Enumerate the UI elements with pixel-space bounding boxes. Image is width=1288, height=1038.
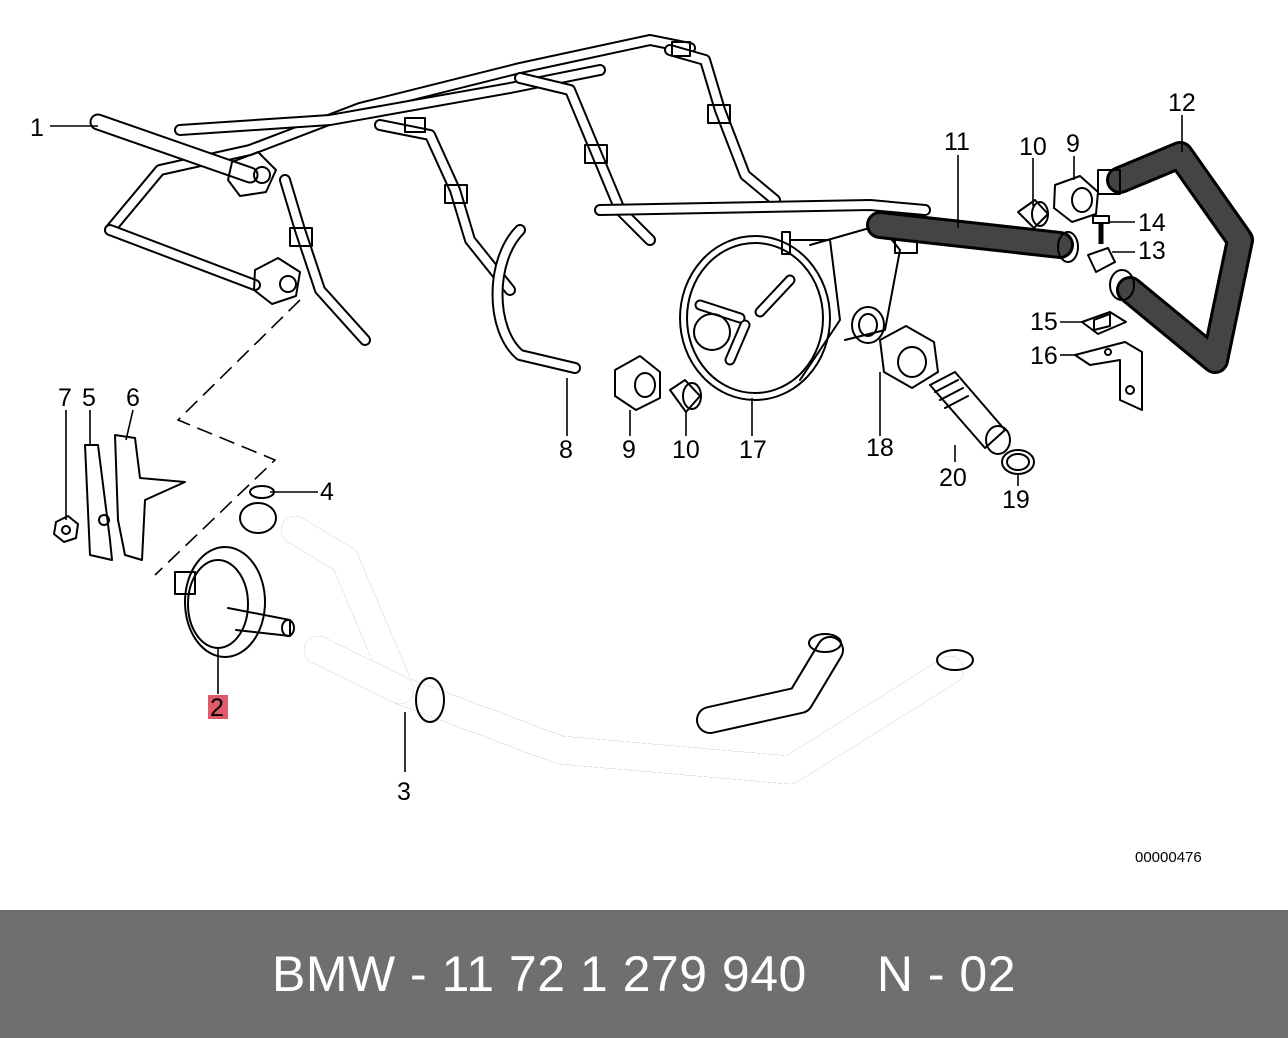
part-number-footer: BMW - 11 72 1 279 940 N - 02 xyxy=(0,910,1288,1038)
pipe-part-1 xyxy=(89,113,301,305)
bracket-part-6 xyxy=(98,434,186,561)
bracket-part-5 xyxy=(84,444,113,561)
vacuum-unit-part-17 xyxy=(679,224,918,401)
callout-leader-lines xyxy=(50,115,1183,772)
dashed-guide-lines xyxy=(154,299,301,576)
callout-9-upper: 9 xyxy=(1066,130,1080,158)
clamp-part-4 xyxy=(239,485,277,534)
plate-part-15 xyxy=(1081,311,1127,335)
callout-7: 7 xyxy=(58,384,72,412)
bracket-part-16 xyxy=(1074,341,1143,411)
callout-labels: 1 2 3 4 5 6 7 8 9 10 17 18 20 19 11 10 9… xyxy=(30,89,1196,806)
diagram-position-text: N - 02 xyxy=(876,946,1017,1002)
diagram-reference-number: 00000476 xyxy=(1135,849,1202,866)
callout-5: 5 xyxy=(82,384,96,412)
callout-18: 18 xyxy=(866,434,894,462)
hose-part-12 xyxy=(1097,141,1254,374)
callout-11: 11 xyxy=(944,128,970,156)
clip-part-13 xyxy=(1087,247,1116,273)
parts-diagram: 1 2 3 4 5 6 7 8 9 10 17 18 20 19 11 10 9… xyxy=(30,34,1254,866)
callout-6: 6 xyxy=(126,384,140,412)
callout-3: 3 xyxy=(397,778,411,806)
callout-9-lower: 9 xyxy=(622,436,636,464)
nut-part-9-upper xyxy=(1053,175,1099,223)
callout-15: 15 xyxy=(1030,308,1058,336)
callout-10-upper: 10 xyxy=(1019,133,1047,161)
hose-part-11 xyxy=(866,211,1079,263)
screw-part-14 xyxy=(1092,215,1110,244)
callout-14: 14 xyxy=(1138,209,1166,237)
pipe-part-3 xyxy=(281,516,974,784)
callout-17: 17 xyxy=(739,436,767,464)
nut-part-18 xyxy=(879,325,939,389)
callout-20: 20 xyxy=(939,464,967,492)
callout-10-lower: 10 xyxy=(672,436,700,464)
sleeve-part-10-lower xyxy=(669,379,702,413)
callout-1: 1 xyxy=(30,114,44,142)
callout-12: 12 xyxy=(1168,89,1196,117)
connector-part-20 xyxy=(929,371,1011,455)
callout-19: 19 xyxy=(1002,486,1030,514)
valve-part-2 xyxy=(174,546,295,658)
callout-13: 13 xyxy=(1138,237,1166,265)
highlight-box xyxy=(208,695,228,719)
part-number-text: BMW - 11 72 1 279 940 xyxy=(271,946,807,1002)
nut-part-9-lower xyxy=(614,355,661,411)
nut-part-7 xyxy=(53,515,79,543)
callout-16: 16 xyxy=(1030,342,1058,370)
sleeve-part-10-upper xyxy=(1017,199,1049,229)
callout-2: 2 xyxy=(210,694,224,722)
callout-8: 8 xyxy=(559,436,573,464)
upper-tube-assembly xyxy=(104,34,931,374)
seal-ring-part-19 xyxy=(1001,449,1035,475)
callout-4: 4 xyxy=(320,478,334,506)
